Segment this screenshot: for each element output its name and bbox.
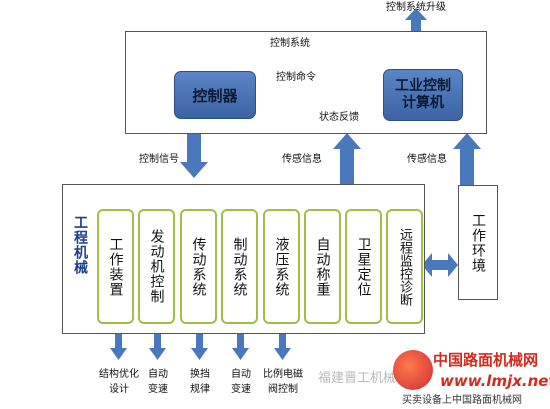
- output-line: 设计: [109, 384, 129, 395]
- output-label-2: 自动 变速: [140, 367, 176, 397]
- subsystem-hydraulic: 液压系统: [263, 209, 300, 324]
- subsystem-label: 制动系统: [231, 236, 248, 297]
- output-line: 阀控制: [268, 384, 298, 395]
- subsystem-auto-weighing: 自动称重: [304, 209, 341, 324]
- output-arrow-5: [274, 324, 291, 360]
- sensing-label-1: 传感信息: [282, 154, 322, 165]
- watermark-site-url: www.lmjx.net: [440, 372, 550, 390]
- output-line: 自动: [231, 369, 251, 380]
- computer-box: 工业控制计算机: [383, 69, 463, 121]
- machinery-title-wrap: 工程机械: [66, 215, 94, 305]
- bidirectional-arrow: [422, 253, 458, 277]
- subsystem-label: 工作装置: [107, 236, 124, 297]
- output-line: 比例电磁: [263, 369, 303, 380]
- subsystem-label: 液压系统: [273, 236, 290, 297]
- output-line: 自动: [148, 369, 168, 380]
- watermark-tagline: 买卖设备上中国路面机械网: [402, 395, 522, 406]
- output-label-3: 换挡 规律: [182, 367, 218, 397]
- output-label-5: 比例电磁 阀控制: [258, 367, 308, 397]
- watermark-channel: 福建晋工机械: [318, 371, 397, 386]
- watermark-site-cn: 中国路面机械网: [433, 351, 539, 369]
- output-arrow-3: [191, 324, 208, 360]
- output-line: 换挡: [190, 369, 210, 380]
- output-line: 变速: [231, 384, 251, 395]
- output-line: 变速: [148, 384, 168, 395]
- output-label-1: 结构优化 设计: [94, 367, 144, 397]
- subsystem-label: 发动机控制: [148, 229, 165, 304]
- watermark-logo-icon: [393, 350, 433, 390]
- output-arrow-2: [149, 324, 166, 360]
- subsystem-satellite-positioning: 卫星定位: [345, 209, 382, 324]
- subsystem-label: 卫星定位: [355, 236, 372, 297]
- computer-label: 工业控制计算机: [395, 78, 451, 111]
- sensing-label-2: 传感信息: [407, 154, 447, 165]
- subsystem-transmission: 传动系统: [180, 209, 217, 324]
- status-feedback-label: 状态反馈: [319, 112, 359, 123]
- control-command-label: 控制命令: [276, 72, 316, 83]
- upgrade-arrow: [405, 8, 427, 36]
- subsystem-remote-diagnosis: 远程监控诊断: [386, 209, 423, 324]
- subsystem-label: 自动称重: [314, 236, 331, 297]
- output-line: 规律: [190, 384, 210, 395]
- output-arrow-1: [110, 324, 127, 360]
- control-signal-label: 控制信号: [139, 154, 179, 165]
- subsystem-label: 远程监控诊断: [397, 227, 412, 306]
- sensing-arrow-1: [333, 133, 361, 184]
- sensing-arrow-2: [453, 133, 481, 186]
- subsystem-work-device: 工作装置: [97, 209, 134, 324]
- machinery-title: 工程机械: [72, 215, 88, 275]
- control-system-title: 控制系统: [270, 38, 310, 49]
- environment-label: 工作环境: [470, 212, 486, 273]
- output-arrow-4: [232, 324, 249, 360]
- subsystem-label: 传动系统: [190, 236, 207, 297]
- controller-box: 控制器: [174, 71, 256, 119]
- subsystem-engine-control: 发动机控制: [138, 209, 175, 324]
- output-line: 结构优化: [99, 369, 139, 380]
- subsystem-brake: 制动系统: [221, 209, 258, 324]
- output-label-4: 自动 变速: [223, 367, 259, 397]
- environment-box: 工作环境: [458, 185, 498, 300]
- control-signal-arrow: [180, 133, 208, 178]
- upgrade-label: 控制系统升级: [386, 2, 446, 13]
- controller-label: 控制器: [192, 86, 238, 105]
